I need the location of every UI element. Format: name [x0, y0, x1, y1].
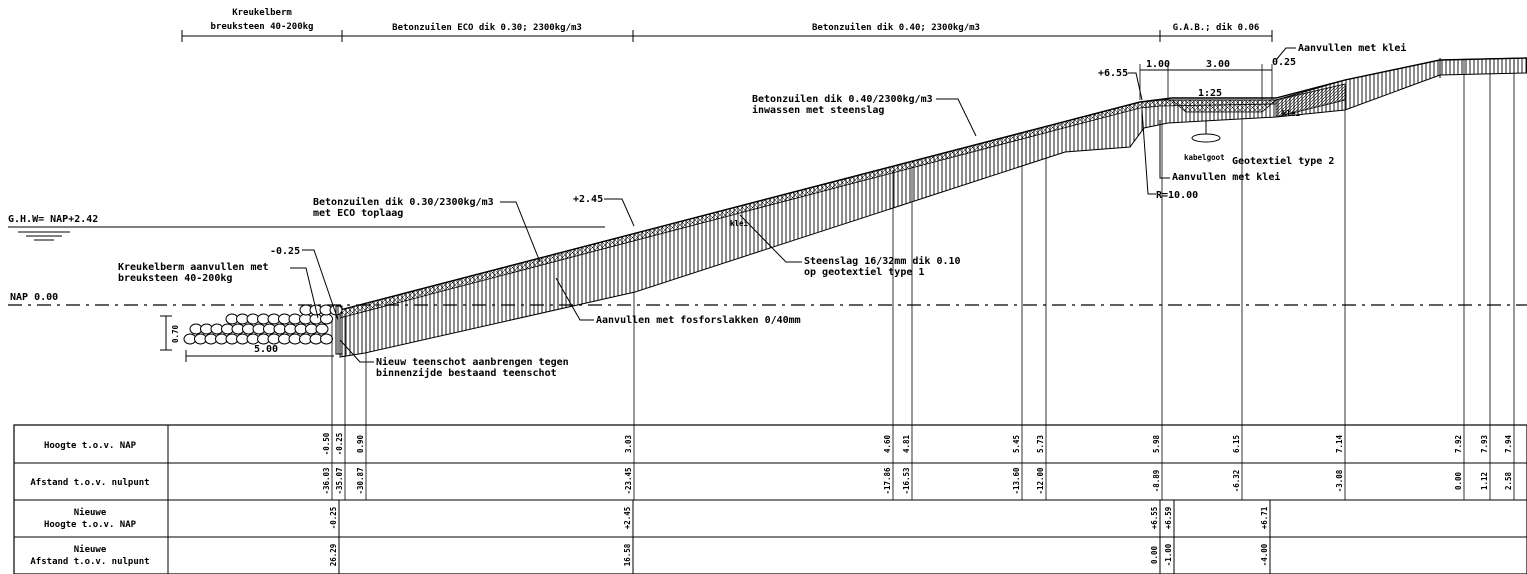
klei-label-crest: klei	[1282, 109, 1301, 118]
water-levels: G.H.W= NAP+2.42 NAP 0.00	[8, 214, 1527, 306]
dim-100-label: 1.00	[1146, 59, 1170, 70]
afstand-value: 1.12	[1480, 472, 1489, 490]
dim-070-label: 0.70	[171, 324, 180, 343]
slope-label: 1:25	[1198, 88, 1222, 99]
afstand-value: -16.53	[902, 467, 911, 495]
steenslag-label-2: op geotextiel type 1	[804, 266, 924, 278]
hoogte-value: -0.50	[322, 432, 331, 455]
kreukelberm-note-1: Kreukelberm aanvullen met	[118, 262, 269, 273]
nieuwe-afstand-value: 16.58	[623, 543, 632, 566]
afstand-value: -30.87	[356, 467, 365, 494]
hoogte-value: -0.25	[335, 433, 344, 456]
afstand-value: -3.08	[1335, 469, 1344, 492]
level-m025-label: -0.25	[270, 246, 300, 257]
aanvullen-klei-top-label: Aanvullen met klei	[1298, 42, 1406, 54]
section-gab-title: G.A.B.; dik 0.06	[1173, 22, 1260, 33]
row-label-nieuwe-hoogte-2: Hoogte t.o.v. NAP	[44, 520, 137, 530]
afstand-value: 0.00	[1454, 471, 1463, 490]
row-label-nieuwe-afstand-2: Afstand t.o.v. nulpunt	[30, 557, 149, 567]
teenschot	[335, 305, 343, 355]
hoogte-value: 6.15	[1232, 435, 1241, 453]
hoogte-value: 7.93	[1480, 434, 1489, 453]
rock	[320, 333, 333, 345]
section-eco-title: Betonzuilen ECO dik 0.30; 2300kg/m3	[392, 22, 582, 33]
hoogte-value: 0.90	[356, 434, 365, 453]
dim-300-label: 3.00	[1206, 59, 1230, 70]
nieuwe-hoogte-value: -0.25	[329, 507, 338, 530]
nieuwe-hoogte-value: +6.71	[1260, 506, 1269, 529]
section-betonzuilen-title: Betonzuilen dik 0.40; 2300kg/m3	[812, 22, 980, 33]
betonzuilen-030-label-1: Betonzuilen dik 0.30/2300kg/m3	[313, 196, 494, 208]
hoogte-value: 5.45	[1012, 435, 1021, 453]
afstand-value: -12.00	[1036, 467, 1045, 495]
steenslag-label-1: Steenslag 16/32mm dik 0.10	[804, 255, 961, 267]
profile-table: Hoogte t.o.v. NAP Afstand t.o.v. nulpunt…	[13, 424, 1527, 574]
row-label-nieuwe-hoogte-1: Nieuwe	[74, 507, 107, 518]
hoogte-value: 4.81	[902, 434, 911, 453]
level-245-label: +2.45	[573, 194, 603, 205]
nap-label: NAP 0.00	[10, 292, 58, 303]
nieuwe-afstand-value: 0.00	[1150, 545, 1159, 564]
row-label-afstand: Afstand t.o.v. nulpunt	[30, 478, 149, 488]
nieuwe-afstand-value: -1.00	[1164, 543, 1173, 566]
kabelgoot-label: kabelgoot	[1184, 153, 1225, 162]
afstand-value: -36.03	[322, 467, 331, 495]
kreukelberm-note-2: breuksteen 40-200kg	[118, 273, 232, 284]
row-label-hoogte: Hoogte t.o.v. NAP	[44, 441, 137, 451]
section-kreukelberm-subtitle: breuksteen 40-200kg	[211, 22, 314, 32]
dim-025-label: 0.25	[1272, 57, 1296, 68]
profile-vertical-lines	[331, 60, 1515, 574]
teenschot-label-1: Nieuw teenschot aanbrengen tegen	[376, 356, 569, 368]
dike-body	[339, 57, 1527, 358]
row-label-nieuwe-afstand-1: Nieuwe	[74, 544, 107, 555]
dim-500-label: 5.00	[254, 344, 278, 355]
ghw-label: G.H.W= NAP+2.42	[8, 214, 98, 225]
afstand-value: -8.89	[1152, 469, 1161, 492]
nieuwe-hoogte-value: +2.45	[623, 507, 632, 530]
fosforslakken-label: Aanvullen met fosforslakken 0/40mm	[596, 315, 801, 326]
radius-label: R=10.00	[1156, 190, 1198, 201]
rock	[315, 323, 329, 335]
kreukelberm-rocks	[183, 304, 343, 345]
hoogte-value: 7.94	[1504, 434, 1513, 453]
annotations: Aanvullen met klei +6.55 1.00 3.00 0.25 …	[118, 42, 1406, 379]
hoogte-value: 3.03	[624, 434, 633, 453]
afstand-value: 2.58	[1504, 471, 1513, 490]
afstand-value: -35.07	[335, 467, 344, 494]
level-655-label: +6.55	[1098, 68, 1128, 79]
betonzuilen-030-label-2: met ECO toplaag	[313, 208, 403, 219]
aanvullen-klei-right-label: Aanvullen met klei	[1172, 171, 1280, 183]
betonzuilen-040-label-2: inwassen met steenslag	[752, 104, 884, 116]
nieuwe-afstand-value: -4.00	[1260, 543, 1269, 566]
afstand-value: -17.86	[883, 467, 892, 495]
betonzuilen-040-label-1: Betonzuilen dik 0.40/2300kg/m3	[752, 93, 933, 105]
profile-table-values: -0.50 -0.25 0.90 3.03 4.60 4.81 5.45 5.73 5.98 6.…	[322, 432, 1513, 566]
section-kreukelberm-title: Kreukelberm	[232, 8, 292, 18]
hoogte-value: 5.73	[1036, 434, 1045, 453]
rock	[320, 313, 333, 325]
hoogte-value: 5.98	[1152, 434, 1161, 453]
geotextiel-label: Geotextiel type 2	[1232, 155, 1334, 167]
teenschot-label-2: binnenzijde bestaand teenschot	[376, 367, 557, 379]
nieuwe-hoogte-value: +6.55	[1150, 507, 1159, 530]
nieuwe-hoogte-value: +6.59	[1164, 506, 1173, 529]
afstand-value: -6.32	[1232, 470, 1241, 493]
hoogte-value: 4.60	[883, 434, 892, 453]
afstand-value: -23.45	[624, 467, 633, 494]
hoogte-value: 7.14	[1335, 434, 1344, 453]
afstand-value: -13.60	[1012, 467, 1021, 495]
section-dimension-chain: Kreukelberm breuksteen 40-200kg Betonzui…	[181, 8, 1273, 42]
nieuwe-afstand-value: 26.29	[329, 543, 338, 566]
klei-label-slope: klei	[730, 219, 749, 228]
hoogte-value: 7.92	[1454, 435, 1463, 453]
